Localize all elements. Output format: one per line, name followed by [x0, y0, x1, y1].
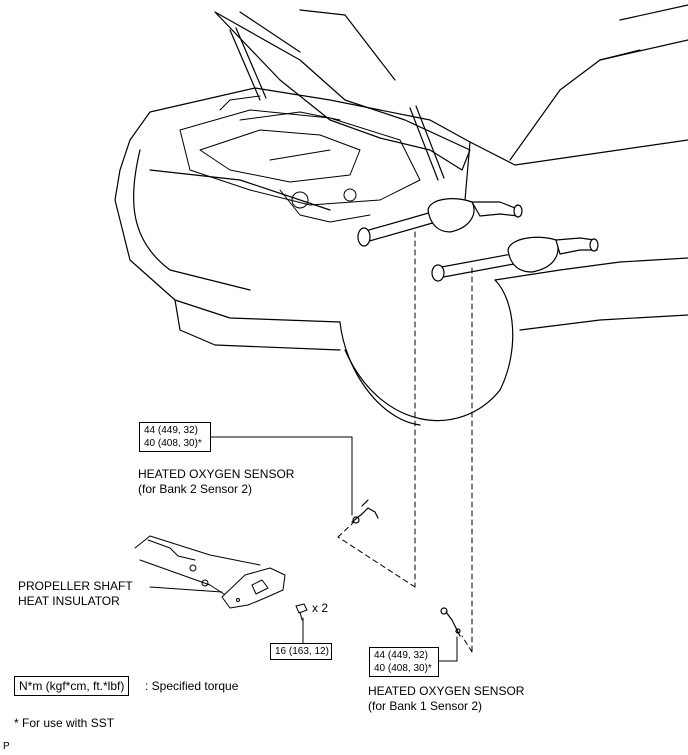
footnote-sst: * For use with SST: [14, 716, 115, 730]
torque-value-sst: 40 (408, 30)*: [144, 438, 202, 449]
bolt-quantity: x 2: [312, 601, 329, 615]
label-bank2-sensor-line1: HEATED OXYGEN SENSOR: [138, 467, 295, 481]
assembly-guide-lines: [337, 231, 473, 653]
torque-box-bank2: 44 (449, 32) 40 (408, 30)*: [139, 422, 211, 452]
label-bank2-sensor-line2: (for Bank 2 Sensor 2): [138, 482, 253, 496]
torque-value: 44 (449, 32): [144, 425, 198, 436]
torque-box-bank1: 44 (449, 32) 40 (408, 30)*: [369, 647, 439, 677]
oxygen-sensor-bank2: [351, 499, 379, 524]
open-hood: [214, 9, 471, 181]
corner-mark: P: [3, 741, 10, 752]
exhaust-pipe-bank1: [431, 236, 599, 282]
label-bank1-sensor-line2: (for Bank 1 Sensor 2): [368, 699, 483, 713]
legend-unit-box: N*m (kgf*cm, ft.*lbf): [14, 676, 130, 696]
callout-leaders: [149, 436, 458, 662]
vehicle-body: [114, 4, 688, 426]
exhaust-pipe-bank2: [357, 198, 523, 247]
legend-unit-description: : Specified torque: [145, 679, 239, 693]
heat-insulator-assembly: [134, 535, 308, 621]
engine-bay: [179, 95, 421, 223]
label-insulator-line1: PROPELLER SHAFT: [18, 579, 133, 593]
label-insulator-line2: HEAT INSULATOR: [18, 594, 120, 608]
oxygen-sensor-bank1: [440, 607, 461, 637]
torque-box-insulator-bolt: 16 (163, 12): [270, 643, 332, 660]
label-bank1-sensor-line1: HEATED OXYGEN SENSOR: [368, 684, 525, 698]
legend-unit-text: N*m (kgf*cm, ft.*lbf): [19, 679, 125, 693]
torque-value: 16 (163, 12): [275, 646, 329, 657]
torque-value-sst: 40 (408, 30)*: [374, 663, 432, 674]
torque-value: 44 (449, 32): [374, 650, 428, 661]
